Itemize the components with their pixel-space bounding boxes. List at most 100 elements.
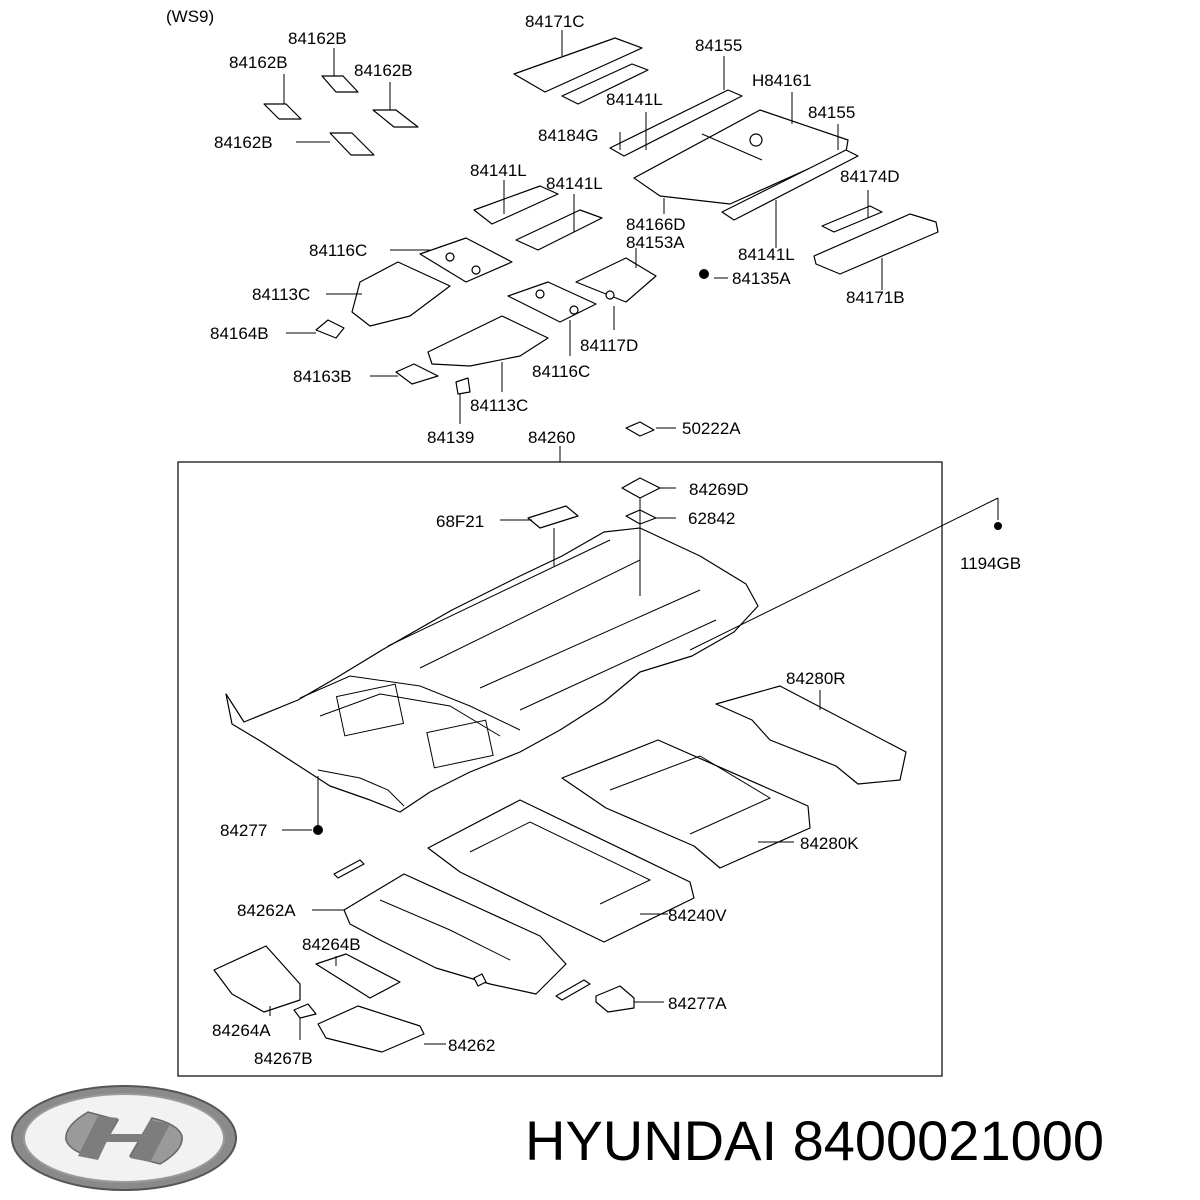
hyundai-logo-icon (11, 1085, 237, 1191)
strip-84262a (333, 859, 365, 879)
panel-84280r (715, 685, 907, 785)
label-84155-a: 84155 (695, 36, 742, 55)
panel-84280k-seam (609, 755, 772, 835)
panel-84280k (561, 739, 811, 869)
label-84141l-a: 84141L (606, 90, 663, 109)
label-84262: 84262 (448, 1036, 495, 1055)
variant-label: (WS9) (166, 7, 214, 26)
seam-h84161 (701, 133, 763, 161)
hole-84116c-b (471, 265, 481, 275)
label-84153a: 84153A (626, 233, 685, 252)
label-1194gb: 1194GB (960, 554, 1021, 573)
tunnel-left (299, 675, 521, 731)
label-84116c-b: 84116C (532, 362, 590, 381)
brand-caption: HYUNDAI 8400021000 (525, 1109, 1105, 1172)
floor-carpet-main (225, 527, 759, 813)
upper-leaders (283, 30, 883, 424)
label-50222a: 50222A (682, 419, 741, 438)
clip-front (473, 973, 487, 987)
label-84162b-a: 84162B (288, 29, 347, 48)
label-84174d: 84174D (840, 167, 900, 186)
strip-front (555, 979, 591, 1001)
carpet-84113c-lower (427, 315, 549, 367)
grommet-50222a (625, 421, 655, 437)
ridge-2 (419, 559, 641, 669)
mat-84240v (427, 799, 695, 943)
label-84280k: 84280K (800, 834, 859, 853)
label-84113c-a: 84113C (252, 285, 310, 304)
pad-84164b (315, 319, 345, 339)
label-84164b: 84164B (210, 324, 269, 343)
label-84269d: 84269D (689, 480, 749, 499)
label-84267b: 84267B (254, 1049, 313, 1068)
panel-b (426, 719, 494, 769)
grommet-62842 (625, 509, 657, 525)
pad-84162b-left (263, 103, 302, 120)
hole-h84161 (749, 133, 763, 147)
pad-84162b-top (321, 75, 359, 93)
pad-84116c-upper (419, 237, 513, 283)
mat-84171b (813, 213, 939, 275)
carpet-84113c-upper (351, 261, 451, 327)
label-84262a: 84262A (237, 901, 296, 920)
label-84162b-d: 84162B (214, 133, 273, 152)
bracket-84264b (315, 953, 401, 999)
label-62842: 62842 (688, 509, 735, 528)
label-84260: 84260 (528, 428, 575, 447)
pad-84162b-bottom (329, 132, 375, 156)
part-labels: (WS9) 84162B 84162B 84162B 84162B 84171C… (166, 7, 1021, 1068)
plate-84269d (621, 477, 661, 499)
strip-84174d (821, 205, 883, 233)
mat-84264a (213, 945, 301, 1013)
ridge-3 (479, 589, 701, 689)
block-84277a (595, 985, 635, 1013)
label-84162b-b: 84162B (229, 53, 288, 72)
panel-a (335, 683, 405, 737)
strip-84155-lower (721, 149, 859, 221)
label-84162b-c: 84162B (354, 61, 413, 80)
pad-84267b (293, 1003, 317, 1019)
label-84280r: 84280R (786, 669, 846, 688)
hole-84116c-a (445, 252, 455, 262)
floor-assembly (213, 421, 1002, 1053)
label-84171c: 84171C (525, 12, 585, 31)
label-h84161: H84161 (752, 71, 812, 90)
hole-84116c-d (569, 305, 579, 315)
label-84135a: 84135A (732, 269, 791, 288)
label-84141l-d: 84141L (738, 245, 795, 264)
label-84141l-c: 84141L (546, 174, 603, 193)
mat-84262 (317, 1005, 425, 1053)
label-84116c-a: 84116C (309, 241, 367, 260)
clip-84135a-icon (699, 269, 709, 279)
label-68f21: 68F21 (436, 512, 484, 531)
floor-84262a (343, 873, 567, 995)
label-84277: 84277 (220, 821, 267, 840)
clip-1194gb-icon (994, 522, 1002, 530)
label-84264a: 84264A (212, 1021, 271, 1040)
label-84166d: 84166D (626, 215, 686, 234)
hole-84116c-c (535, 289, 545, 299)
hole-84153a (605, 290, 615, 300)
strip-84184g (561, 63, 649, 105)
pad-84141l-mid (515, 209, 603, 251)
pad-84162b-right (372, 109, 419, 128)
brand-footer (11, 1085, 237, 1191)
tag-84139 (455, 377, 471, 395)
label-84141l-b: 84141L (470, 161, 527, 180)
mat-84171c (513, 37, 643, 93)
label-84240v: 84240V (668, 906, 727, 925)
ridge-1 (387, 539, 611, 647)
label-84163b: 84163B (293, 367, 352, 386)
floor-84262a-seam (379, 899, 511, 961)
lower-leaders (269, 427, 999, 1045)
ridge-4 (519, 619, 717, 711)
label-84155-b: 84155 (808, 103, 855, 122)
pad-84163b (395, 363, 439, 385)
label-84184g: 84184G (538, 126, 599, 145)
label-84117d: 84117D (580, 336, 638, 355)
label-84113c-b: 84113C (470, 396, 528, 415)
tunnel-right (319, 693, 501, 737)
upper-parts (263, 37, 939, 395)
label-84171b: 84171B (846, 288, 905, 307)
bracket-84153a (575, 257, 657, 303)
